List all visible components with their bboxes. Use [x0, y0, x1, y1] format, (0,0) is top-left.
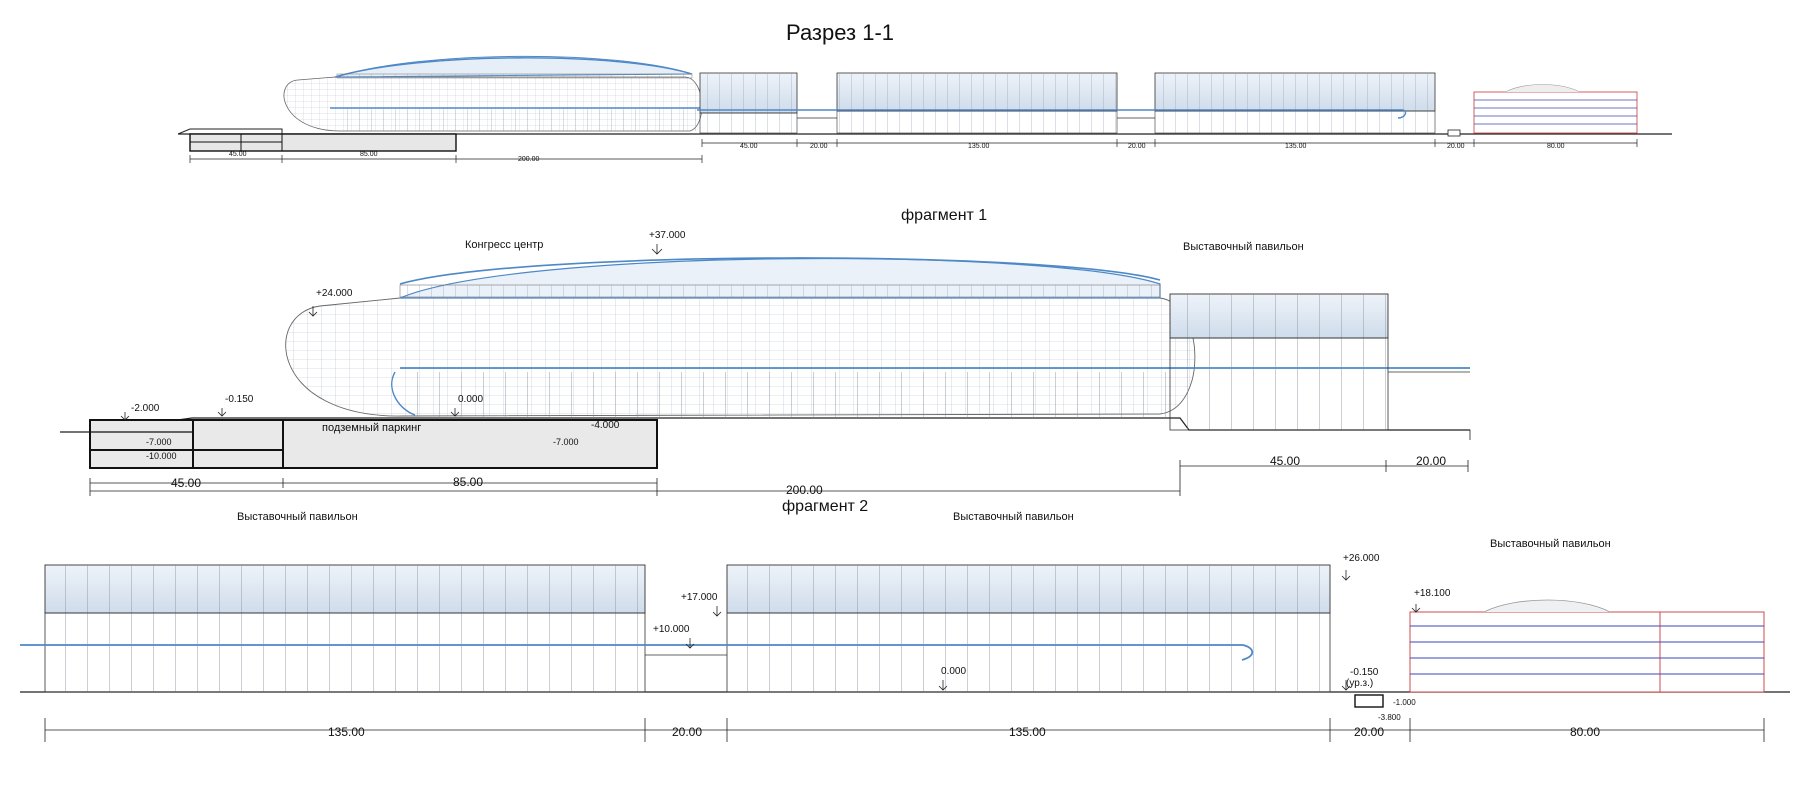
f2-level-m38: -3.800: [1378, 713, 1401, 722]
f1-congress-shell: [285, 297, 1196, 417]
overview-dim-r4: 20.00: [1128, 143, 1146, 150]
fragment-1-title: фрагмент 1: [901, 207, 988, 224]
f1-label-parking: подземный паркинг: [322, 422, 422, 434]
f1-dim-85: 85.00: [453, 475, 484, 489]
f1-level-shell: +24.000: [316, 288, 353, 299]
f2-dim-b20: 20.00: [1354, 725, 1385, 739]
f2-pavilion-a: [44, 564, 646, 614]
f1-dim-45: 45.00: [171, 476, 202, 490]
f2-pavilion-b: [726, 564, 1331, 614]
f2-level-26: +26.000: [1343, 553, 1380, 564]
f2-level-10: +10.000: [653, 624, 690, 635]
f2-dim-b80: 80.00: [1570, 725, 1601, 739]
f2-dim-a20: 20.00: [672, 725, 703, 739]
f1-level-park-top: -4.000: [591, 420, 620, 431]
overview-pavilion-3: [1154, 72, 1436, 112]
f1-level-park-a: -7.000: [146, 437, 172, 447]
overview-dim-r6: 20.00: [1447, 143, 1465, 150]
f1-dim-r45: 45.00: [1270, 454, 1301, 468]
overview-pavilion-2: [836, 72, 1118, 112]
f1-congress-dome: [399, 257, 1161, 299]
overview-dim-r3: 135.00: [968, 143, 990, 150]
f2-level-ground: -0.150: [1350, 667, 1379, 678]
overview-congress-dome: [336, 55, 693, 78]
f1-level-park-c: -10.000: [146, 451, 177, 461]
overview-congress-shell: [283, 76, 703, 132]
f2-level-18: +18.100: [1414, 588, 1451, 599]
f2-label-pavilion-b: Выставочный павильон: [953, 511, 1074, 523]
f1-level-zero: 0.000: [458, 394, 484, 405]
overview-dim-45: 45.00: [229, 151, 247, 158]
overview-dim-r5: 135.00: [1285, 143, 1307, 150]
f2-dim-a135: 135.00: [328, 725, 365, 739]
f1-label-congress: Конгресс центр: [465, 239, 544, 251]
f1-level-entry: -0.150: [225, 394, 254, 405]
fragment-2-title: фрагмент 2: [782, 498, 869, 515]
f1-level-ground-left: -2.000: [131, 403, 160, 414]
f2-label-pavilion-a: Выставочный павильон: [237, 511, 358, 523]
overview-right-building: [1473, 91, 1638, 134]
f1-level-park-b: -7.000: [553, 437, 579, 447]
overview-dim-r1: 45.00: [740, 143, 758, 150]
f2-right-building: [1409, 611, 1765, 693]
overview-dim-85: 85.00: [360, 151, 378, 158]
overview-parking: [189, 133, 457, 152]
f1-level-top: +37.000: [649, 230, 686, 241]
f2-level-zero: 0.000: [941, 666, 967, 677]
f2-level-ground-note: (ур.з.): [1346, 678, 1374, 689]
f1-dim-200: 200.00: [786, 483, 823, 497]
f2-level-17: +17.000: [681, 592, 718, 603]
f1-dim-r20: 20.00: [1416, 454, 1447, 468]
f2-dim-b135: 135.00: [1009, 725, 1046, 739]
f2-underground-box: [1354, 694, 1384, 708]
f2-level-m1: -1.000: [1393, 698, 1416, 707]
f1-ground-line: [60, 417, 1470, 433]
f1-label-pavilion: Выставочный павильон: [1183, 241, 1304, 253]
overview-dim-r2: 20.00: [810, 143, 828, 150]
f2-label-pavilion-c: Выставочный павильон: [1490, 538, 1611, 550]
sheet-title: Разрез 1-1: [786, 20, 895, 45]
overview-dim-200: 200.00: [518, 156, 540, 163]
overview-dim-r7: 80.00: [1547, 143, 1565, 150]
f1-pavilion: [1169, 293, 1389, 339]
overview-pavilion-1: [699, 72, 798, 114]
